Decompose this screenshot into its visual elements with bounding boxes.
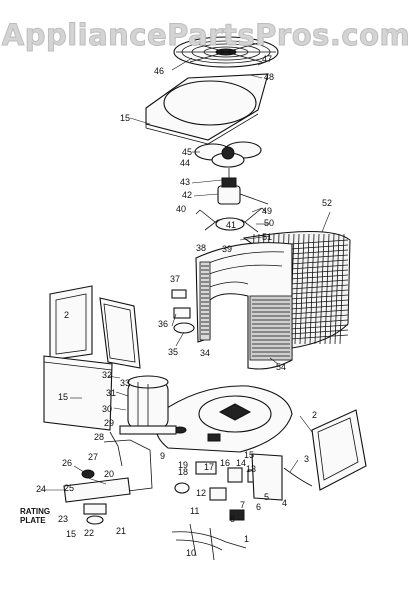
callout-19: 19 [178, 460, 188, 470]
callout-14: 14 [236, 458, 246, 468]
corner-panel [99, 297, 141, 369]
fan-blade [194, 141, 262, 168]
callout-34: 34 [200, 348, 210, 358]
callout-37: 37 [170, 274, 180, 284]
callout-30: 30 [102, 404, 112, 414]
callout-15: 15 [244, 450, 254, 460]
callout-28: 28 [94, 432, 104, 442]
callout-9: 9 [160, 451, 165, 461]
callout-23: 23 [58, 514, 68, 524]
fan-motor [217, 168, 269, 205]
rating-plate-label-line2: PLATE [20, 516, 46, 525]
motor-mount [195, 207, 267, 233]
callout-31: 31 [106, 388, 116, 398]
callout-5: 5 [264, 492, 269, 502]
callout-1: 1 [244, 534, 249, 544]
control-components [174, 453, 283, 521]
compressor [119, 375, 177, 435]
wire-harness [171, 467, 313, 561]
callout-41: 41 [226, 220, 236, 230]
callout-48: 48 [264, 72, 274, 82]
callout-8: 8 [230, 514, 235, 524]
callout-36: 36 [158, 319, 168, 329]
callout-18: 18 [178, 467, 188, 477]
callout-13: 13 [246, 464, 256, 474]
callout-16: 16 [220, 458, 230, 468]
callout-20: 20 [104, 469, 114, 479]
callout-15: 15 [66, 529, 76, 539]
callout-38: 38 [196, 243, 206, 253]
callout-52: 52 [322, 198, 332, 208]
callout-39: 39 [222, 244, 232, 254]
callout-27: 27 [88, 452, 98, 462]
callout-10: 10 [186, 548, 196, 558]
callout-6: 6 [256, 502, 261, 512]
condenser-coil [195, 242, 293, 370]
callout-29: 29 [104, 418, 114, 428]
callout-45: 45 [182, 147, 192, 157]
base-pan [155, 385, 293, 453]
callout-51: 51 [262, 232, 272, 242]
callout-2: 2 [64, 310, 69, 320]
callout-40: 40 [176, 204, 186, 214]
callout-11: 11 [190, 506, 199, 516]
callout-15: 15 [120, 113, 130, 123]
right-side-panel [311, 409, 367, 491]
fan-grille [173, 36, 279, 68]
callout-24: 24 [36, 484, 46, 494]
callout-2: 2 [312, 410, 317, 420]
callout-25: 25 [64, 483, 74, 493]
front-access-panel [43, 355, 113, 431]
callout-35: 35 [168, 347, 178, 357]
callout-32: 32 [102, 370, 112, 380]
top-panel [145, 73, 269, 145]
callout-43: 43 [180, 177, 190, 187]
callout-3: 3 [304, 454, 309, 464]
refrigerant-fittings [171, 289, 195, 334]
rating-plate-label-line1: RATING [20, 507, 50, 516]
callout-46: 46 [154, 66, 164, 76]
callout-7: 7 [240, 500, 245, 510]
callout-54: 54 [276, 362, 286, 372]
callout-26: 26 [62, 458, 72, 468]
service-valve-bracket [63, 477, 131, 525]
left-side-panel [49, 285, 93, 361]
callout-15: 15 [58, 392, 68, 402]
callout-42: 42 [182, 190, 192, 200]
callout-21: 21 [116, 526, 126, 536]
callout-49: 49 [262, 206, 272, 216]
callout-4: 4 [282, 498, 287, 508]
callout-50: 50 [264, 218, 274, 228]
callout-17: 17 [204, 462, 214, 472]
callout-33: 33 [120, 378, 130, 388]
callout-12: 12 [196, 488, 206, 498]
callout-44: 44 [180, 158, 190, 168]
callout-47: 47 [262, 54, 272, 64]
leader-lines [40, 57, 331, 491]
callout-22: 22 [84, 528, 94, 538]
